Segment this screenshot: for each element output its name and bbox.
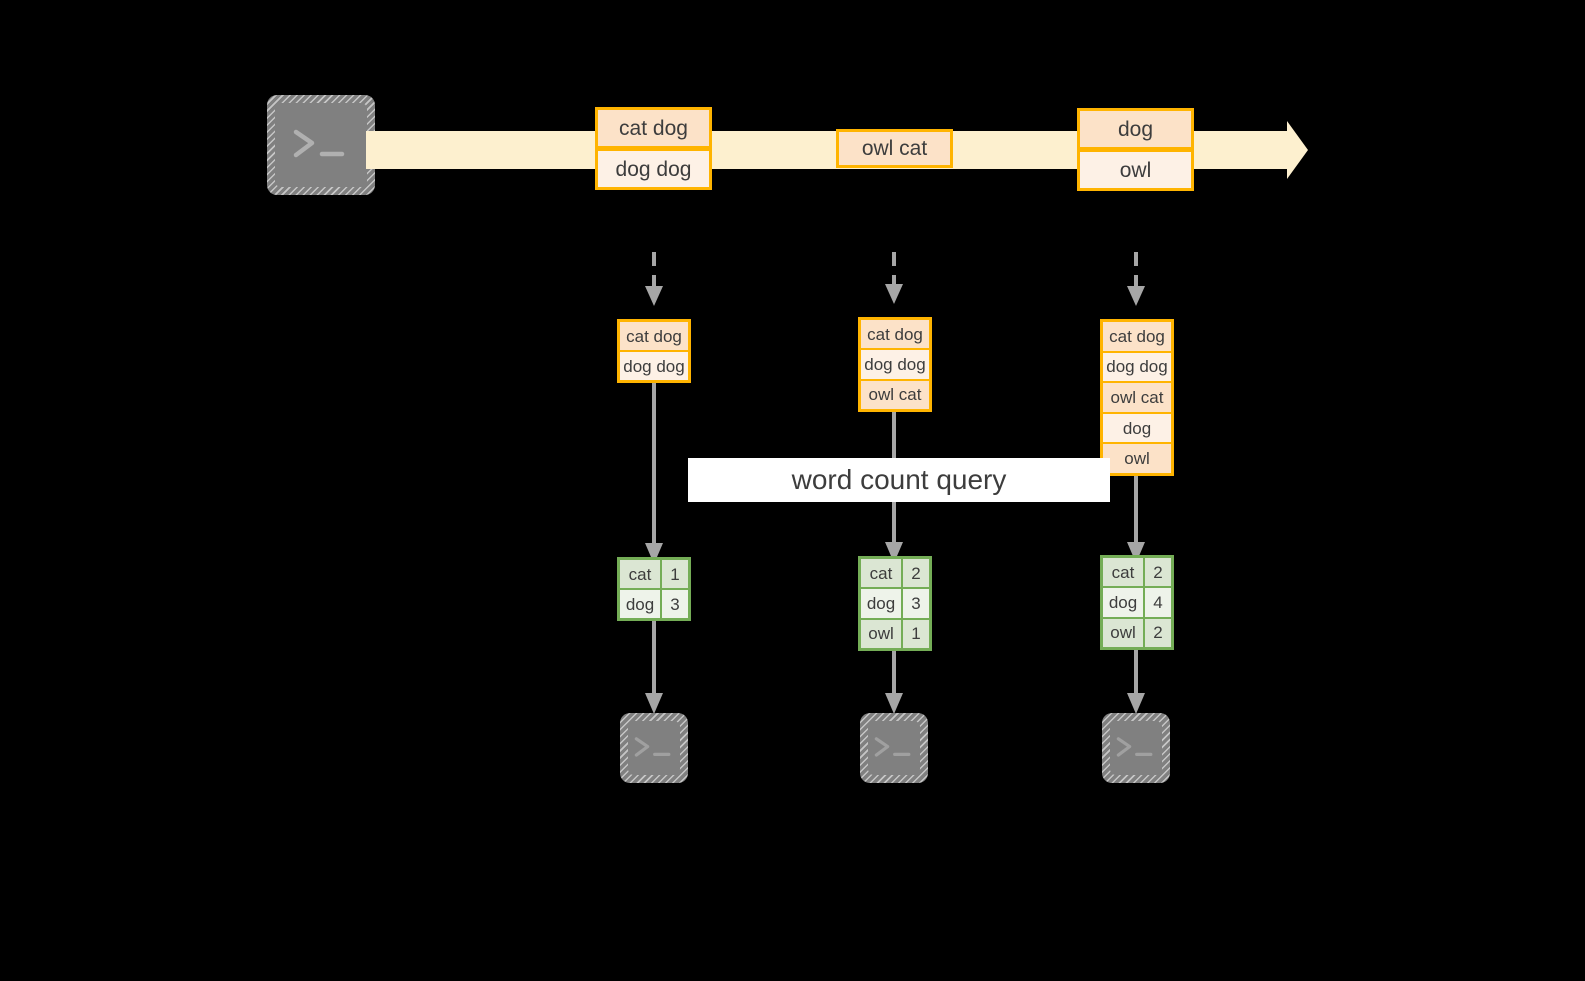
snapshot-input-line: owl <box>1103 444 1171 473</box>
result-word: owl <box>1103 618 1145 647</box>
snapshot-tap-arrow <box>645 252 663 306</box>
terminal-screen <box>275 103 367 187</box>
result-count: 3 <box>662 590 688 618</box>
snapshot-input-stack: cat dog dog dog owl cat dog owl <box>1100 319 1174 476</box>
snapshot-input-line: dog dog <box>620 352 688 380</box>
stream-event-line: cat dog <box>595 107 712 149</box>
table-row: cat 2 <box>861 559 929 590</box>
snapshot-input-line: owl cat <box>1103 383 1171 414</box>
result-count: 2 <box>1145 558 1171 587</box>
result-count: 4 <box>1145 588 1171 617</box>
snapshot-input-stack: cat dog dog dog owl cat <box>858 317 932 412</box>
snapshot-tap-arrow <box>1127 252 1145 306</box>
terminal-screen <box>628 721 680 775</box>
stream-event-line: owl <box>1077 149 1194 191</box>
snapshot-input-line: cat dog <box>1103 322 1171 353</box>
snapshot-input-line: cat dog <box>620 322 688 352</box>
terminal-screen <box>1110 721 1162 775</box>
table-row: dog 3 <box>861 589 929 620</box>
table-row: dog 4 <box>1103 588 1171 619</box>
snapshot-input-line: owl cat <box>861 380 929 409</box>
snapshot-input-line: dog <box>1103 413 1171 445</box>
snapshot-input-stack: cat dog dog dog <box>617 319 691 383</box>
result-count: 2 <box>1145 618 1171 647</box>
snapshot-input-line: dog dog <box>861 350 929 381</box>
result-word: dog <box>1103 588 1145 617</box>
sink-terminal-icon <box>860 713 928 783</box>
result-sink-arrow <box>885 651 903 714</box>
result-count: 1 <box>662 560 688 588</box>
result-word: cat <box>620 560 662 588</box>
table-row: owl 1 <box>861 619 929 648</box>
sink-terminal-icon <box>1102 713 1170 783</box>
result-word: owl <box>861 619 903 648</box>
result-count: 3 <box>903 589 929 618</box>
table-row: cat 2 <box>1103 558 1171 589</box>
result-word: cat <box>1103 558 1145 587</box>
snapshot-input-line: cat dog <box>861 320 929 351</box>
terminal-prompt-glyph <box>1116 737 1153 757</box>
result-word: cat <box>861 559 903 588</box>
query-flow-arrow <box>645 383 663 564</box>
result-table: cat 2 dog 3 owl 1 <box>858 556 932 651</box>
sink-terminal-icon <box>620 713 688 783</box>
snapshot-input-line: dog dog <box>1103 352 1171 384</box>
result-sink-arrow <box>645 621 663 714</box>
terminal-screen <box>868 721 920 775</box>
result-table: cat 2 dog 4 owl 2 <box>1100 555 1174 650</box>
terminal-prompt-glyph <box>874 737 911 757</box>
stream-event-line: dog dog <box>595 148 712 190</box>
table-row: cat 1 <box>620 560 688 590</box>
result-count: 2 <box>903 559 929 588</box>
table-row: owl 2 <box>1103 618 1171 647</box>
query-flow-arrow <box>1127 476 1145 563</box>
source-terminal-icon <box>267 95 375 195</box>
result-word: dog <box>620 590 662 618</box>
result-count: 1 <box>903 619 929 648</box>
terminal-prompt-glyph <box>634 737 671 757</box>
query-label: word count query <box>688 458 1110 502</box>
table-row: dog 3 <box>620 590 688 618</box>
result-table: cat 1 dog 3 <box>617 557 691 621</box>
snapshot-tap-arrow <box>885 252 903 304</box>
result-sink-arrow <box>1127 650 1145 714</box>
stream-arrowhead-icon <box>1287 121 1308 179</box>
result-word: dog <box>861 589 903 618</box>
stream-event-line: dog <box>1077 108 1194 150</box>
terminal-prompt-glyph <box>293 129 345 158</box>
stream-event-line: owl cat <box>836 129 953 168</box>
